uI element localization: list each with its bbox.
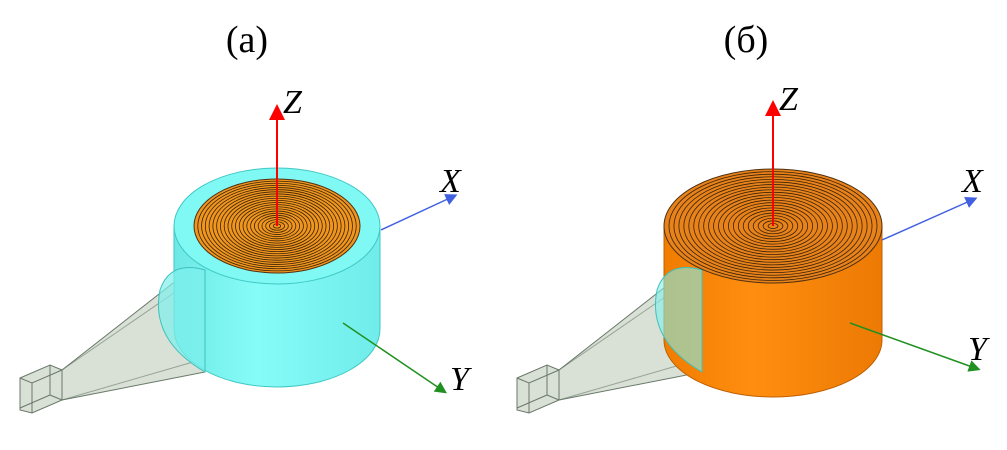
model-b <box>516 168 883 414</box>
x-axis-label: X <box>960 163 984 200</box>
axes-b: Z X Y <box>765 81 990 372</box>
x-axis-arrow <box>380 194 458 231</box>
panel-label-b: (б) <box>723 19 769 61</box>
panel-label-a: (а) <box>225 19 269 61</box>
z-axis-label: Z <box>779 81 799 118</box>
y-axis-arrow <box>342 322 447 394</box>
y-axis-label: Y <box>968 331 990 368</box>
x-axis-label: X <box>438 163 462 200</box>
axes-a: Z X Y <box>269 84 472 398</box>
z-axis-label: Z <box>283 84 303 121</box>
model-a <box>19 167 381 414</box>
y-axis-label: Y <box>450 361 472 398</box>
y-axis-arrow <box>849 322 981 372</box>
x-axis-arrow <box>881 196 978 241</box>
